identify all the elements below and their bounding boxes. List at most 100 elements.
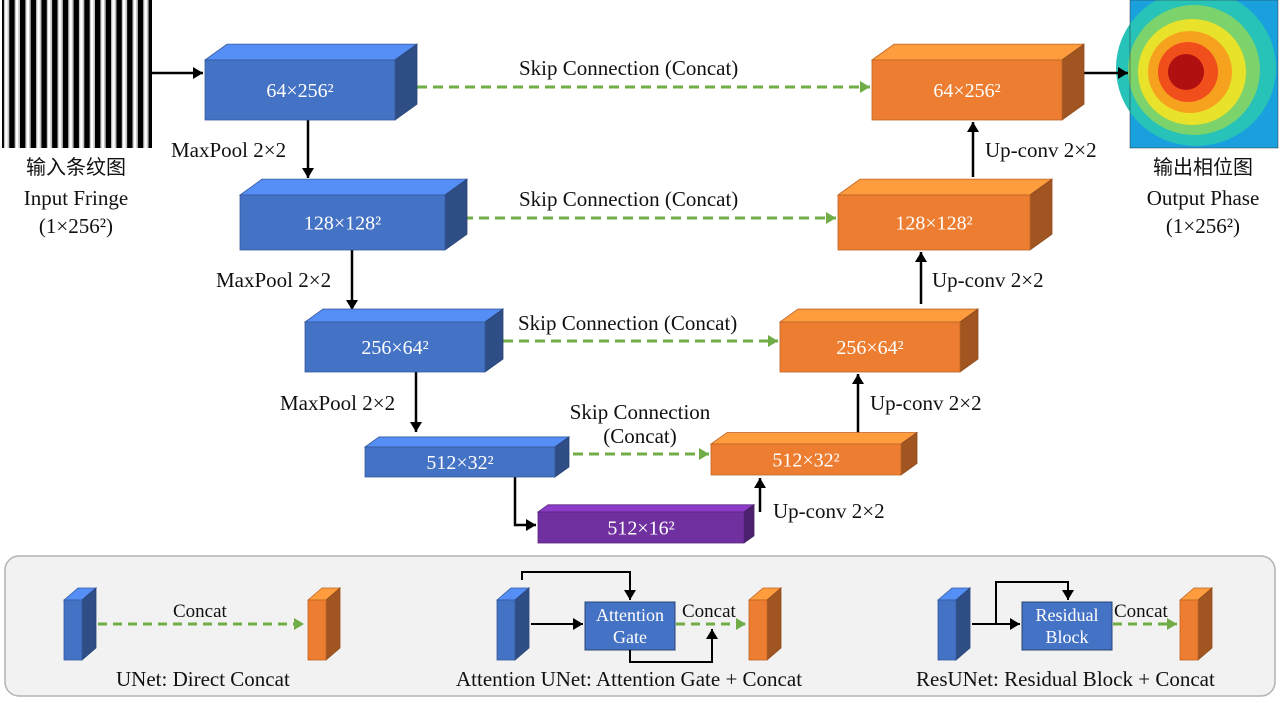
legend-attention-gating-arrow-head <box>624 590 636 600</box>
legend-resunet-encoder-box-side-face <box>955 587 971 661</box>
output-label-en: Output Phase <box>1146 186 1260 210</box>
input-fringe-image <box>2 0 152 148</box>
maxpool-arrow-1-head <box>302 168 314 178</box>
fringe-stripe-highlight <box>69 0 72 148</box>
skip-label-4-line2: (Concat) <box>603 424 677 448</box>
decoder-block-4: 512×32² <box>709 431 919 476</box>
skip-label-2: Skip Connection (Concat) <box>519 187 739 211</box>
bottleneck-block-side-face <box>743 504 755 544</box>
decoder-block-3-front-face <box>779 321 961 373</box>
encoder-block-3: 256×64² <box>303 308 505 373</box>
legend-residual-block-text-1: Residual <box>1036 605 1099 625</box>
legend-resunet-encoder-box <box>936 587 972 661</box>
legend-attention-feedback-arrow-head <box>706 629 718 639</box>
encoder-block-3-top-face <box>303 308 505 323</box>
decoder-block-2: 128×128² <box>836 178 1054 251</box>
decoder-block-4-label: 512×32² <box>772 450 839 472</box>
upconv-arrow-1-head <box>967 122 979 132</box>
encoder-block-4-front-face <box>364 446 556 478</box>
skip-label-3: Skip Connection (Concat) <box>518 311 738 335</box>
legend-attention-encoder-box-side-face <box>514 587 530 661</box>
input-label-cn: 输入条纹图 <box>26 155 126 179</box>
encoder-block-1-label: 64×256² <box>266 80 333 102</box>
skip-label-4-line1: Skip Connection <box>569 400 711 424</box>
output-arrow-head <box>1118 67 1128 79</box>
upconv-arrow-2-head <box>915 252 927 262</box>
encoder-block-2-label: 128×128² <box>304 213 381 235</box>
legend-unet-encoder-box <box>62 587 98 661</box>
fringe-background <box>2 0 152 148</box>
arrows-layer <box>152 67 1128 531</box>
input-label-size: (1×256²) <box>38 214 114 238</box>
legend-attention-decoder-box-front-face <box>748 599 768 661</box>
decoder-block-3-top-face <box>778 308 980 323</box>
skip-arrow-4-head <box>699 448 709 460</box>
legend-resunet-encoder-box-front-face <box>937 599 957 661</box>
upconv-label-4: Up-conv 2×2 <box>773 499 885 523</box>
encoder-block-3-front-face <box>304 321 486 373</box>
encoder-block-2-top-face <box>238 178 469 196</box>
down-arrow-bottleneck-head <box>526 519 536 531</box>
legend-unet-encoder-box-side-face <box>81 587 97 661</box>
upconv-arrow-3-head <box>852 374 864 384</box>
decoder-block-1-label: 64×256² <box>933 80 1000 102</box>
input-arrow-head <box>193 67 203 79</box>
legend-resunet-caption: ResUNet: Residual Block + Concat <box>916 667 1215 691</box>
decoder-block-3-label: 256×64² <box>836 337 903 359</box>
legend-attention-gate-text-1: Attention <box>596 605 664 625</box>
skip-arrow-2-head <box>826 212 836 224</box>
legend-attention-input-arrow-head <box>573 618 583 630</box>
encoder-block-4: 512×32² <box>363 436 571 478</box>
legend-resunet-decoder-box-front-face <box>1179 599 1199 661</box>
legend-resunet-input-arrow-head <box>1010 618 1020 630</box>
bottleneck-block-label: 512×16² <box>607 518 674 540</box>
fringe-stripe-highlight <box>37 0 40 148</box>
legend-attention-concat-label: Concat <box>682 601 736 622</box>
legend-attention-encoder-box-front-face <box>496 599 516 661</box>
decoder-block-1: 64×256² <box>870 43 1086 121</box>
fringe-stripe-highlight <box>15 0 19 148</box>
legend-unet-caption: UNet: Direct Concat <box>116 667 290 691</box>
encoder-block-1-top-face <box>203 43 419 61</box>
output-label-size: (1×256²) <box>1165 214 1241 238</box>
decoder-block-4-front-face <box>710 443 902 476</box>
encoder-block-4-top-face <box>363 436 571 448</box>
legend-attention-caption: Attention UNet: Attention Gate + Concat <box>456 667 803 691</box>
fringe-stripe-highlight <box>58 0 62 148</box>
maxpool-label-2: MaxPool 2×2 <box>216 268 332 292</box>
legend-unet-encoder-box-front-face <box>63 599 83 661</box>
legend-unet-concat-label: Concat <box>173 601 227 622</box>
fringe-stripe-highlight <box>112 0 115 148</box>
legend-attention-encoder-box <box>495 587 531 661</box>
bottleneck-block-front-face <box>537 511 745 544</box>
legend-attention-gate-box <box>584 601 676 651</box>
decoder-block-3: 256×64² <box>778 308 980 373</box>
bottleneck-block-top-face <box>536 504 756 513</box>
decoder-block-1-top-face <box>870 43 1086 61</box>
input-label-en: Input Fringe <box>23 186 129 210</box>
legend-attention-gate-text-2: Gate <box>613 627 647 647</box>
encoder-block-2: 128×128² <box>238 178 469 251</box>
output-label-cn: 输出相位图 <box>1153 155 1253 179</box>
maxpool-arrow-3-head <box>410 422 422 432</box>
encoder-block-1-front-face <box>204 59 396 121</box>
upconv-label-1: Up-conv 2×2 <box>985 138 1097 162</box>
encoder-block-1: 64×256² <box>203 43 419 121</box>
decoder-block-1-front-face <box>871 59 1063 121</box>
fringe-stripe-highlight <box>101 0 104 148</box>
legend-resunet-skip-arrow-head <box>1167 618 1177 630</box>
maxpool-arrow-2-head <box>346 300 358 310</box>
encoder-block-2-front-face <box>239 194 446 251</box>
legend-attention-feedback-arrow <box>629 629 713 663</box>
skip-arrow-1-head <box>860 81 870 93</box>
legend-resunet-residual-arrow-head <box>1062 590 1074 600</box>
fringe-stripe-highlight <box>90 0 94 148</box>
legend-residual-block-text-2: Block <box>1046 627 1089 647</box>
down-arrow-bottleneck <box>513 477 536 527</box>
legend-attention-gating-arrow <box>521 571 631 600</box>
upconv-arrow-4-head <box>754 478 766 488</box>
